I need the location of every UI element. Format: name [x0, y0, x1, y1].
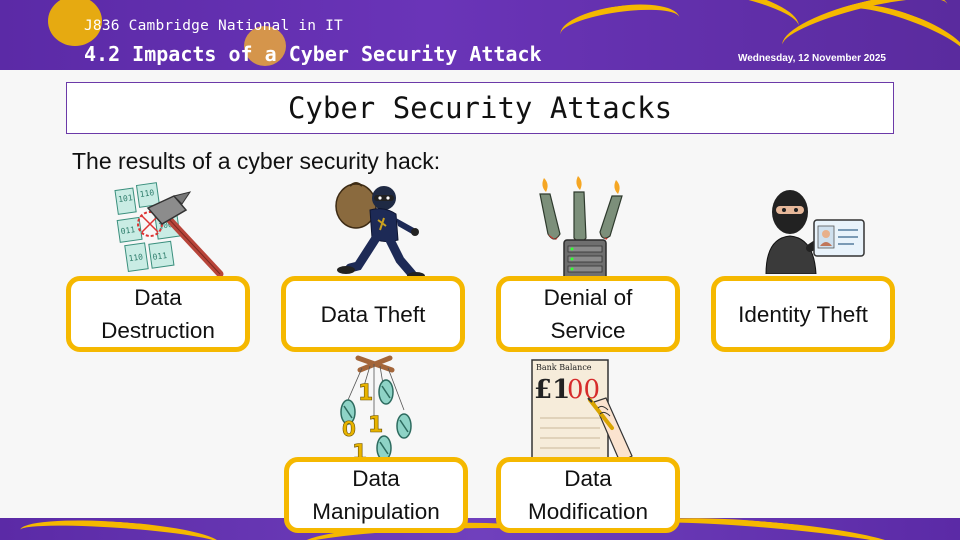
- svg-text:101: 101: [118, 193, 134, 204]
- missiles-hitting-server-icon: [539, 176, 623, 285]
- bank-balance-caption: Bank Balance: [536, 363, 592, 372]
- decorative-scribble: [656, 0, 804, 49]
- footer-band: [0, 518, 960, 540]
- slide-date: Wednesday, 12 November 2025: [737, 53, 886, 64]
- hammer-smashing-binary-icon: 101 110 011 100 110 011: [114, 182, 224, 278]
- svg-text:011: 011: [152, 251, 168, 262]
- card-identity-theft: Identity Theft: [711, 276, 895, 352]
- masked-thief-with-id-card-icon: [765, 190, 865, 274]
- bank-balance-edit-icon: Bank Balance £1 00: [531, 359, 633, 465]
- svg-text:100: 100: [158, 220, 174, 231]
- decorative-scribble: [557, 0, 683, 55]
- svg-text:011: 011: [120, 225, 136, 236]
- svg-text:110: 110: [139, 188, 155, 199]
- svg-text:110: 110: [128, 252, 144, 263]
- svg-text:0: 0: [342, 417, 356, 441]
- puppet-binary-digits-icon: 1 0 1 1: [340, 355, 412, 464]
- burglar-with-sack-icon: [335, 182, 425, 280]
- card-data-destruction: Data Destruction: [66, 276, 250, 352]
- decorative-scribble: [19, 518, 221, 540]
- bank-balance-amount: £1: [534, 375, 570, 405]
- bank-balance-edit: 00: [567, 375, 600, 405]
- topic-title: 4.2 Impacts of a Cyber Security Attack: [84, 42, 542, 66]
- card-denial-of-service: Denial of Service: [496, 276, 680, 352]
- card-data-modification: Data Modification: [496, 457, 680, 533]
- decorative-blob: [48, 0, 102, 46]
- intro-text: The results of a cyber security hack:: [72, 148, 441, 174]
- course-name: J836 Cambridge National in IT: [84, 18, 343, 34]
- card-data-manipulation: Data Manipulation: [284, 457, 468, 533]
- svg-text:1: 1: [368, 413, 383, 438]
- slide-title: Cyber Security Attacks: [287, 91, 673, 125]
- decorative-blob: [244, 26, 286, 66]
- header-band: J836 Cambridge National in IT 4.2 Impact…: [0, 0, 960, 70]
- svg-text:1: 1: [358, 381, 373, 406]
- slide-title-box: Cyber Security Attacks: [66, 82, 894, 134]
- card-data-theft: Data Theft: [281, 276, 465, 352]
